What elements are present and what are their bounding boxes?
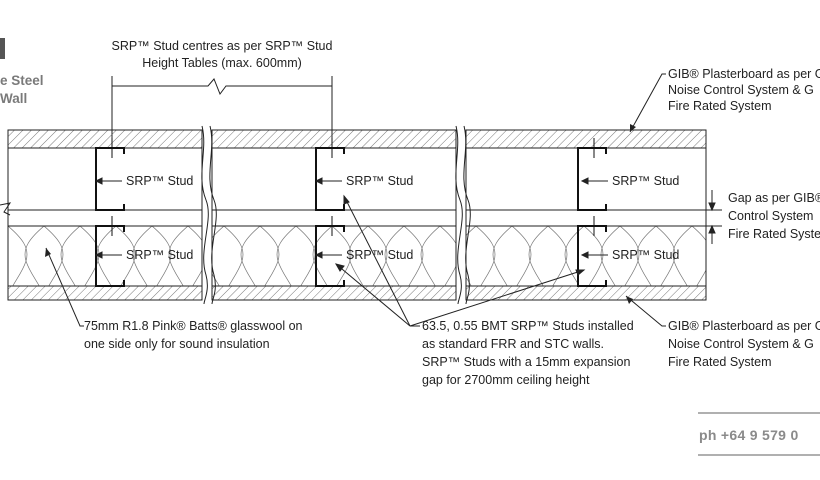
gib-bottom-arrowhead <box>626 296 633 304</box>
stud-label-upper-2: SRP™ Stud <box>346 174 413 188</box>
studs-line-3: SRP™ Studs with a 15mm expansion <box>422 355 630 369</box>
stud-label-lower-3: SRP™ Stud <box>612 248 679 262</box>
stud-6 <box>577 225 607 287</box>
gib-top-arrowhead <box>630 124 636 132</box>
stud-centres-label-line-1: SRP™ Stud centres as per SRP™ Stud <box>112 39 333 53</box>
gib-top-line-2: Noise Control System & G <box>668 83 814 97</box>
stud-centre-mark-1 <box>106 138 118 158</box>
title-line-2: Wall <box>0 91 27 106</box>
phone-number: ph +64 9 579 0 <box>699 427 799 443</box>
stud-2 <box>95 225 125 287</box>
studs-leaders <box>334 194 586 327</box>
gib-bottom-line-2: Noise Control System & G <box>668 337 814 351</box>
break-lines <box>0 125 471 305</box>
insulation-line-2: one side only for sound insulation <box>84 337 270 351</box>
gap-dimension <box>706 190 722 244</box>
wall-section-2 <box>211 129 457 301</box>
studs-line-4: gap for 2700mm ceiling height <box>422 373 590 387</box>
studs <box>95 138 607 287</box>
title-block <box>0 38 5 59</box>
title-line-1: e Steel <box>0 73 44 88</box>
insulation-line-1: 75mm R1.8 Pink® Batts® glasswool on <box>84 319 303 333</box>
stud-label-lower-1: SRP™ Stud <box>126 248 193 262</box>
wall-section-1 <box>7 129 203 301</box>
stud-label-arrows <box>94 177 608 259</box>
stud-1 <box>95 147 125 211</box>
studs-line-1: 63.5, 0.55 BMT SRP™ Studs installed <box>422 319 634 333</box>
stud-centre-mark-6 <box>588 216 600 236</box>
wall-sections <box>0 125 707 305</box>
stud-centre-mark-3 <box>326 138 338 158</box>
stud-centres-label-line-2: Height Tables (max. 600mm) <box>142 56 302 70</box>
insulation-leader <box>45 247 84 327</box>
gib-top-line-1: GIB® Plasterboard as per G <box>668 67 820 81</box>
stud-centre-mark-4 <box>326 216 338 236</box>
stud-label-lower-2: SRP™ Stud <box>346 248 413 262</box>
stud-label-upper-3: SRP™ Stud <box>612 174 679 188</box>
gib-bottom-line-3: Fire Rated System <box>668 355 772 369</box>
gib-bottom-leader <box>625 295 666 327</box>
stud-centre-mark-5 <box>588 138 600 158</box>
studs-line-2: as standard FRR and STC walls. <box>422 337 604 351</box>
wall-section-3 <box>465 129 707 301</box>
stud-3 <box>315 147 345 211</box>
gib-top-line-3: Fire Rated System <box>668 99 772 113</box>
stud-label-upper-1: SRP™ Stud <box>126 174 193 188</box>
stud-5 <box>577 147 607 211</box>
gap-line-2: Control System <box>728 209 813 223</box>
gib-top-leader <box>629 73 666 133</box>
gap-line-1: Gap as per GIB® <box>728 191 820 205</box>
stud-4 <box>315 225 345 287</box>
insulation-arrowhead <box>45 248 51 257</box>
gap-line-3: Fire Rated Syste <box>728 227 820 241</box>
stud-centre-mark-2 <box>106 216 118 236</box>
gib-bottom-line-1: GIB® Plasterboard as per G <box>668 319 820 333</box>
